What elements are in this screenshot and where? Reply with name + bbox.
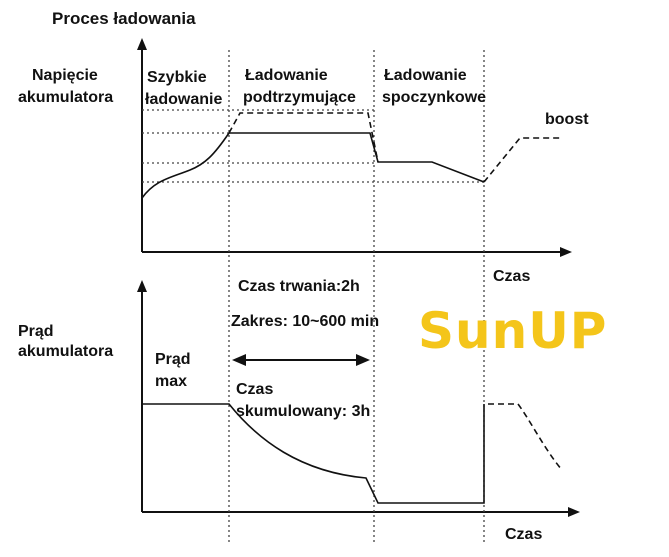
duration-label: Czas trwania:2h (238, 278, 360, 295)
phase2-label-line1: Ładowanie (245, 67, 328, 84)
bottom-x-label: Czas (505, 526, 543, 543)
sunup-logo: SunUP (418, 302, 608, 360)
bottom-x-arrowhead (568, 507, 580, 517)
phase3-label-line2: spoczynkowe (382, 89, 487, 106)
bottom-y-label-line1: Prąd (18, 323, 54, 340)
bottom-y-label-line2: akumulatora (18, 343, 114, 360)
top-x-arrowhead (560, 247, 572, 257)
phase3-label-line1: Ładowanie (384, 67, 467, 84)
voltage-overshoot-dashed (228, 112, 379, 163)
max-current-label-line1: Prąd (155, 351, 191, 368)
voltage-curve-fast (141, 132, 230, 199)
diagram-title: Proces ładowania (52, 9, 196, 28)
current-curve-dashed (488, 403, 563, 471)
current-curve (142, 403, 485, 504)
top-y-arrowhead (137, 38, 147, 50)
cumulative-label-line1: Czas (236, 381, 274, 398)
boost-label: boost (545, 111, 589, 128)
max-current-label-line2: max (155, 373, 188, 390)
voltage-curve-float (229, 132, 485, 183)
phase1-label-line2: ładowanie (145, 91, 223, 108)
top-y-label-line2: akumulatora (18, 89, 114, 106)
cumulative-label-line2: skumulowany: 3h (236, 403, 371, 420)
phase1-label-line1: Szybkie (147, 69, 207, 86)
bottom-y-arrowhead (137, 280, 147, 292)
top-x-label: Czas (493, 268, 531, 285)
duration-arrowhead-right (356, 354, 370, 366)
top-y-label-line1: Napięcie (32, 67, 98, 84)
duration-arrowhead-left (232, 354, 246, 366)
range-label: Zakres: 10~600 min (231, 313, 380, 330)
voltage-boost-dashed (483, 137, 560, 183)
phase2-label-line2: podtrzymujące (243, 89, 356, 106)
